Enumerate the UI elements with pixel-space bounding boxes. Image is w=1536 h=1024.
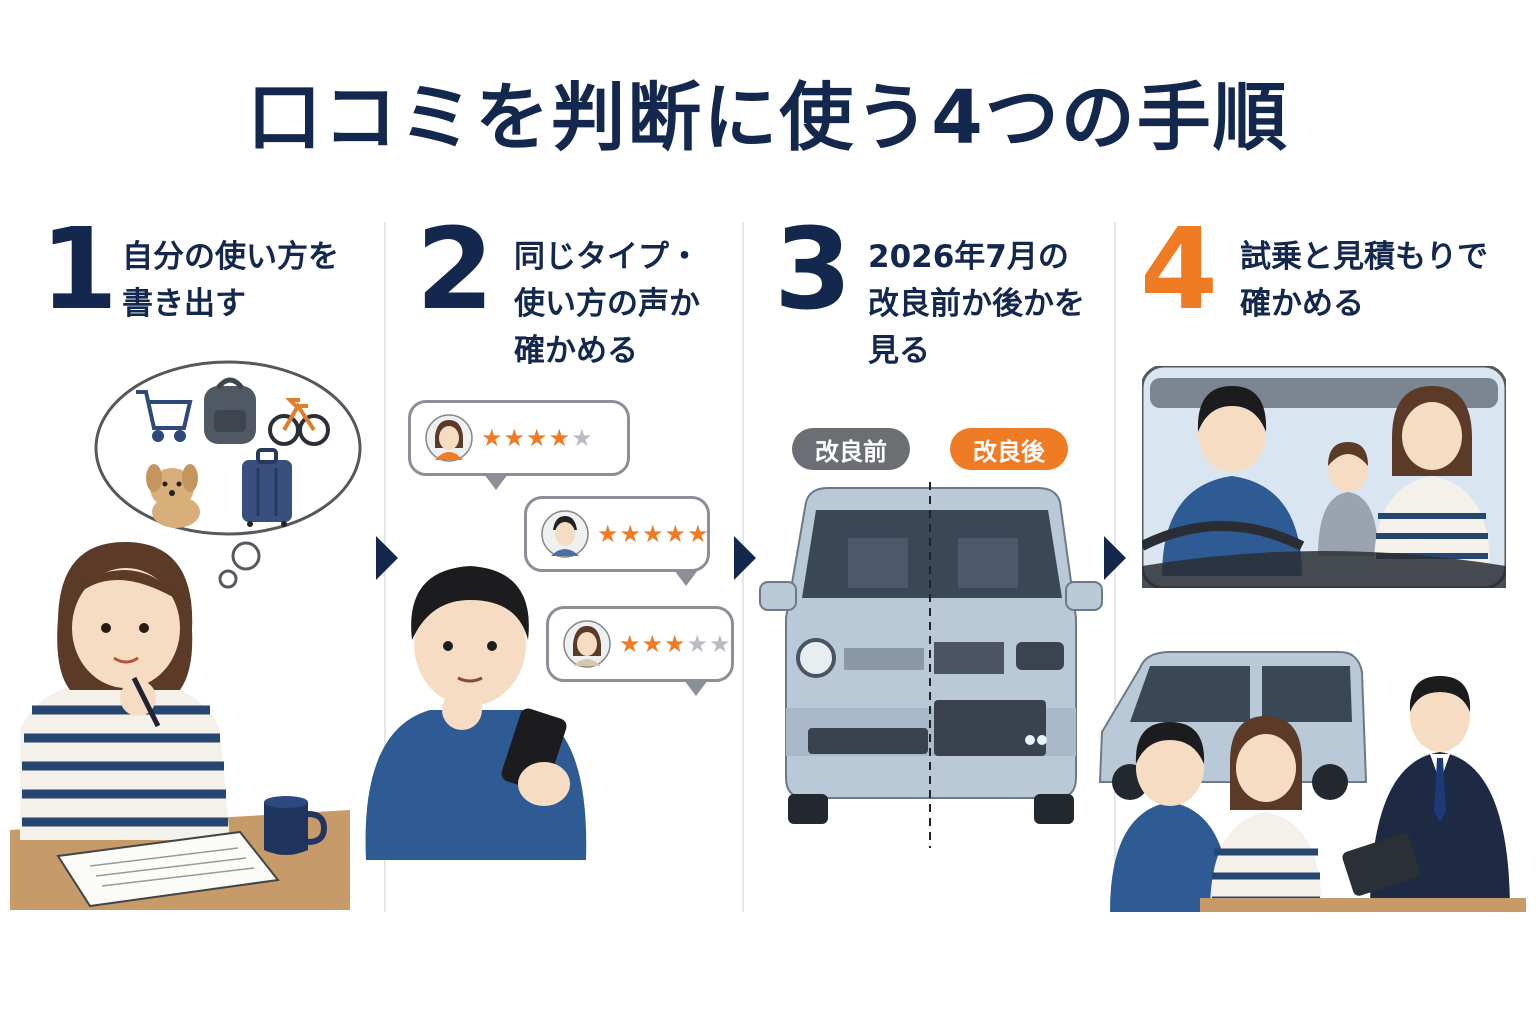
review-bubble: ★★★★★ (524, 496, 710, 572)
star-icon: ★ (619, 520, 643, 548)
star-icon: ★ (619, 630, 642, 658)
review-stars-3: ★★★★★ (619, 630, 732, 658)
star-icon: ★ (642, 520, 665, 548)
step-2-number: 2 (416, 205, 494, 335)
star-icon: ★ (709, 630, 732, 658)
bubble-tail (674, 570, 698, 586)
shopping-cart-icon (136, 390, 193, 442)
review-bubble: ★★★★★ (546, 606, 734, 682)
dealer-meeting-illustration (1098, 651, 1526, 912)
star-icon: ★ (686, 630, 710, 658)
suitcase-icon (242, 448, 292, 527)
step-1-number: 1 (40, 205, 118, 335)
review-stars-1: ★★★★★ (481, 424, 594, 452)
star-icon: ★ (664, 630, 687, 658)
reviewer-avatar (425, 414, 473, 462)
bicycle-icon (268, 398, 330, 446)
step-4-text: 試乗と見積もりで 確かめる (1240, 239, 1488, 322)
test-drive-illustration (1142, 366, 1506, 588)
step-2-text: 同じタイプ・ 使い方の声か 確かめる (514, 239, 700, 369)
reviewer-avatar (541, 510, 589, 558)
step-arrow-icon (734, 536, 756, 580)
page-title: 口コミを判断に使う4つの手順 (247, 75, 1289, 161)
step-3-text: 2026年7月の 改良前か後かを 見る (868, 239, 1085, 369)
star-icon: ★ (481, 424, 504, 452)
man-with-phone-illustration (365, 566, 587, 860)
step-arrow-icon (1104, 536, 1126, 580)
thought-bubble-illustration (94, 360, 362, 589)
star-icon: ★ (571, 424, 594, 452)
star-icon: ★ (664, 520, 688, 548)
star-icon: ★ (503, 424, 527, 452)
review-bubble: ★★★★★ (408, 400, 630, 476)
dog-icon (146, 464, 200, 528)
after-badge: 改良後 (950, 428, 1068, 470)
star-icon: ★ (597, 520, 620, 548)
star-icon: ★ (548, 424, 572, 452)
star-icon: ★ (687, 520, 710, 548)
step-1-text: 自分の使い方を 書き出す (122, 239, 339, 322)
star-icon: ★ (641, 630, 665, 658)
step-arrow-icon (376, 536, 398, 580)
step-4-number: 4 (1140, 205, 1218, 335)
before-badge: 改良前 (792, 428, 910, 470)
step-3-number: 3 (774, 205, 852, 335)
woman-writing-illustration (10, 541, 350, 910)
bubble-tail (684, 680, 708, 696)
review-stars-2: ★★★★★ (597, 520, 710, 548)
star-icon: ★ (526, 424, 549, 452)
car-comparison-illustration (759, 478, 1103, 848)
backpack-icon (204, 377, 256, 444)
bubble-tail (484, 474, 508, 490)
reviewer-avatar (563, 620, 611, 668)
